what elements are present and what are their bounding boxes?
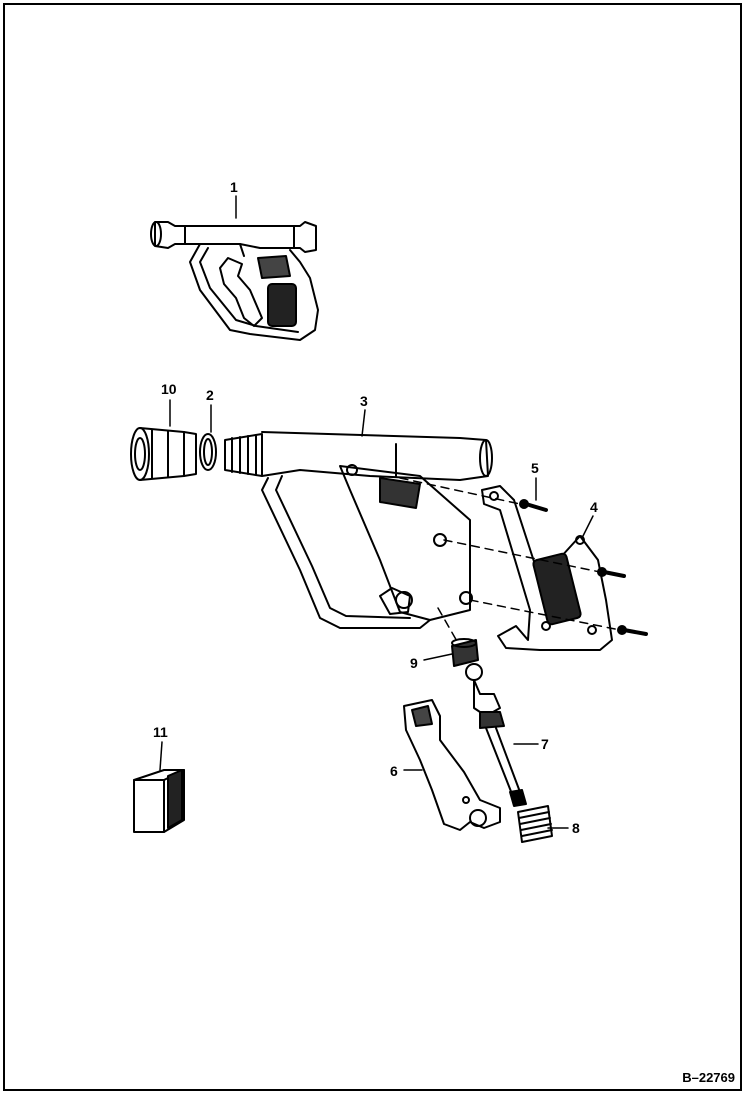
callout-6: 6 xyxy=(390,763,398,779)
part-10-nozzle-nut xyxy=(130,427,197,481)
part-7-valve-stem xyxy=(465,663,527,807)
part-5-screws xyxy=(519,499,648,636)
callout-9: 9 xyxy=(410,655,418,671)
part-8-spring xyxy=(517,805,553,843)
part-1-assembled-gun xyxy=(150,221,319,341)
diagram-frame xyxy=(3,3,742,1091)
callout-4: 4 xyxy=(590,499,598,515)
callout-2: 2 xyxy=(206,387,214,403)
alignment-lines xyxy=(399,477,621,651)
callout-11: 11 xyxy=(153,724,168,740)
document-id: B–22769 xyxy=(682,1070,735,1085)
part-3-gun-body xyxy=(224,431,493,629)
callout-3: 3 xyxy=(360,393,368,409)
callout-10: 10 xyxy=(161,381,177,397)
leader-lines xyxy=(159,195,594,829)
part-9-seal xyxy=(451,638,479,667)
part-4-side-plate xyxy=(481,485,613,651)
callout-5: 5 xyxy=(531,460,539,476)
part-11-repair-kit xyxy=(133,769,185,833)
callout-1: 1 xyxy=(230,179,238,195)
part-6-trigger xyxy=(403,699,501,831)
callout-7: 7 xyxy=(541,736,549,752)
callout-8: 8 xyxy=(572,820,580,836)
part-2-o-ring xyxy=(199,433,217,471)
